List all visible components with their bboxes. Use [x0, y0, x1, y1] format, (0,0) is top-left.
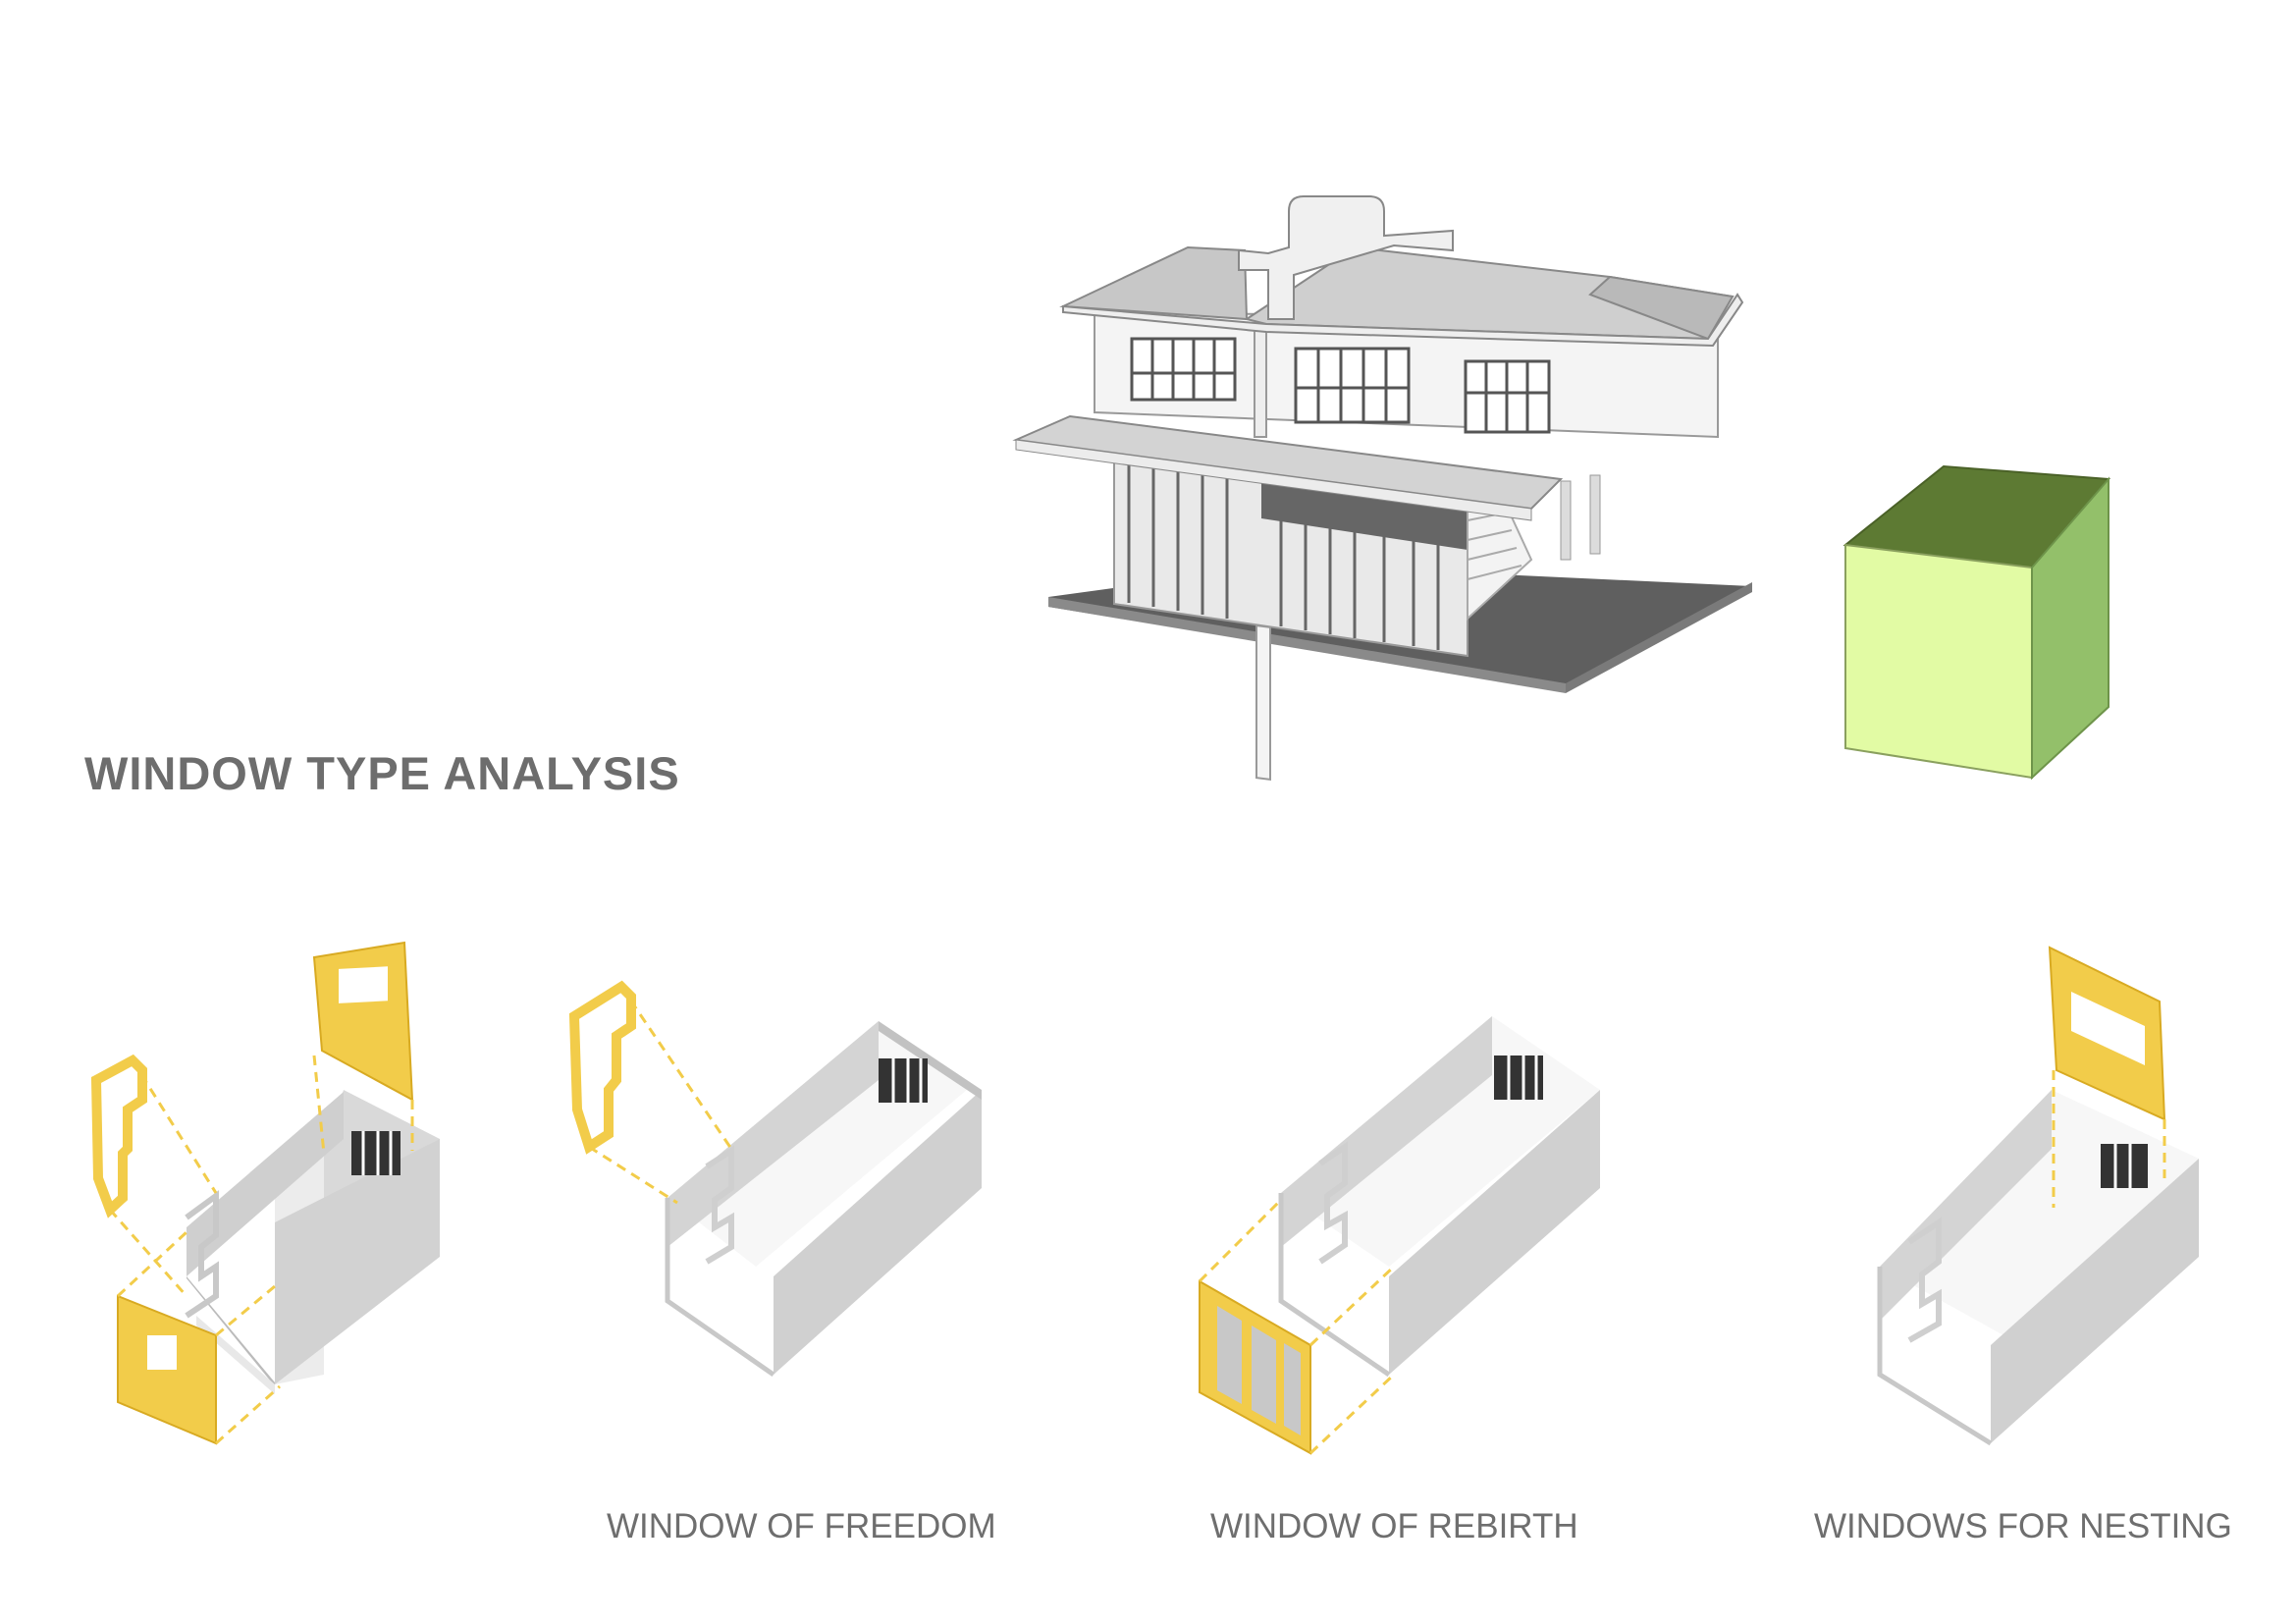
- caption-nesting: WINDOWS FOR NESTING: [1814, 1507, 2232, 1545]
- page-title: WINDOW TYPE ANALYSIS: [84, 747, 680, 799]
- caption-freedom: WINDOW OF FREEDOM: [607, 1507, 996, 1545]
- caption-rebirth: WINDOW OF REBIRTH: [1210, 1507, 1578, 1545]
